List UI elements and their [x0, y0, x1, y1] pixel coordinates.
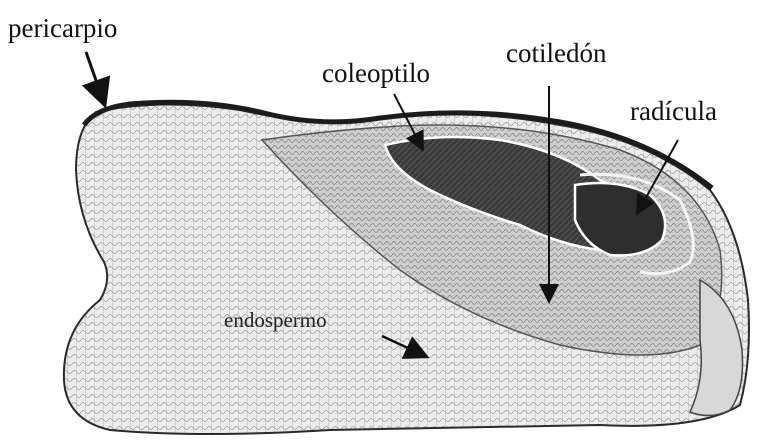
label-cotyledon: cotiledón — [506, 38, 607, 68]
label-endosperm: endospermo — [224, 308, 327, 332]
label-coleoptile: coleoptilo — [322, 58, 430, 88]
arrow-pericarp — [86, 52, 104, 103]
label-pericarp: pericarpio — [8, 13, 117, 43]
label-radicle: radícula — [630, 96, 717, 126]
